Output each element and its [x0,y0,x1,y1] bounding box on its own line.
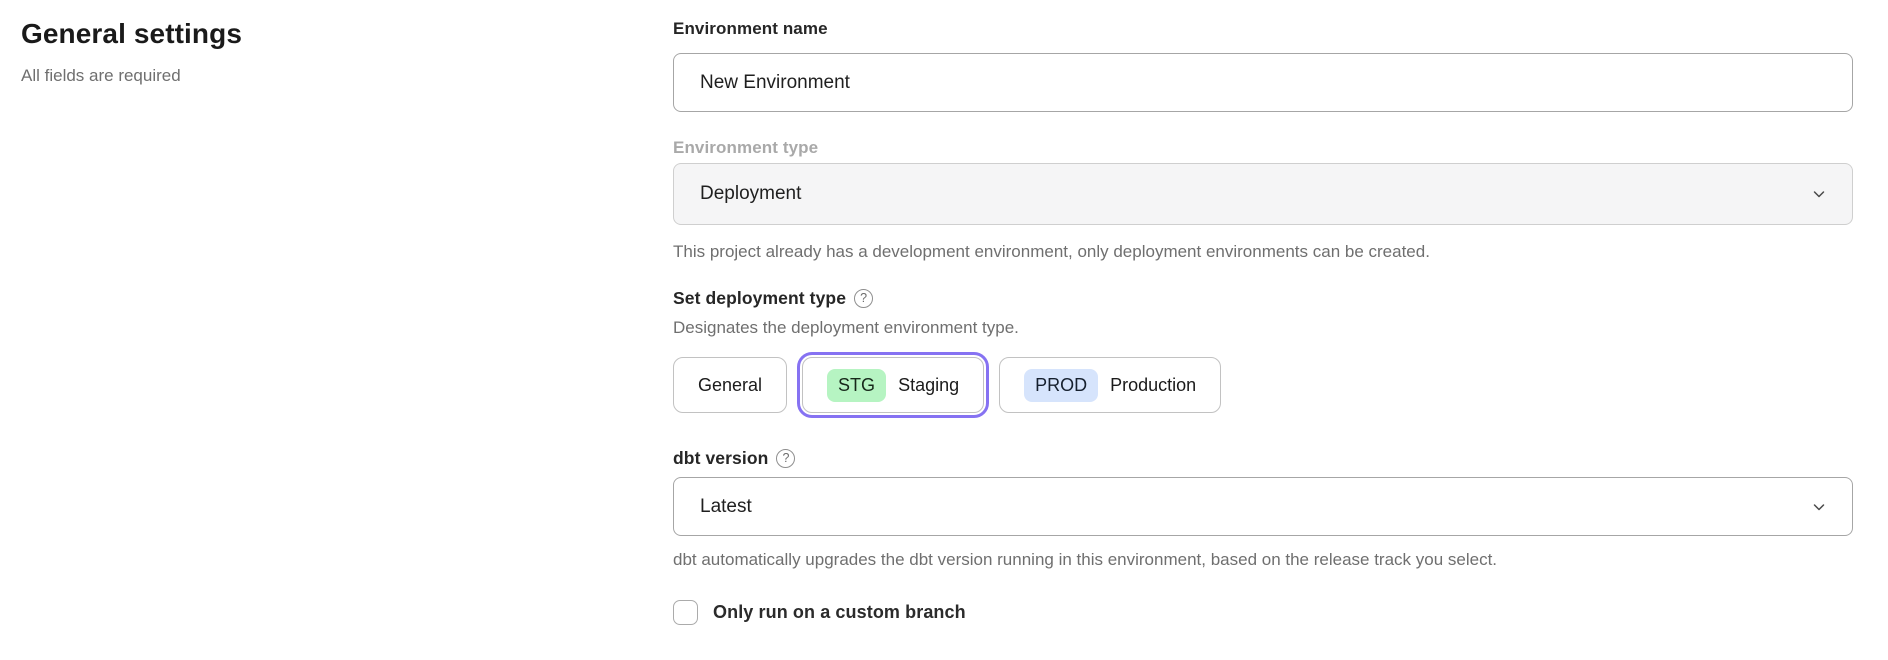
deployment-type-production-label: Production [1110,374,1197,395]
custom-branch-label[interactable]: Only run on a custom branch [713,602,966,622]
page-title: General settings [21,18,243,49]
custom-branch-row: Only run on a custom branch [673,600,1853,625]
dbt-version-helper: dbt automatically upgrades the dbt versi… [673,550,1498,569]
deployment-type-options: General STG Staging PROD Production [673,352,1853,418]
general-settings-form: Environment name Environment type Deploy… [673,18,1853,625]
chevron-down-icon [1810,185,1828,203]
custom-branch-checkbox[interactable] [673,600,698,625]
staging-badge: STG [827,368,887,402]
question-mark-circle-icon[interactable]: ? [776,448,796,468]
environment-name-input[interactable] [673,53,1853,112]
environment-type-helper: This project already has a development e… [673,242,1430,261]
deployment-type-general-label: General [698,374,763,395]
environment-type-select: Deployment [673,163,1853,225]
deployment-type-production-button[interactable]: PROD Production [999,357,1222,413]
deployment-type-helper: Designates the deployment environment ty… [673,318,1019,337]
production-badge: PROD [1024,368,1099,402]
dbt-version-value: Latest [700,495,752,517]
settings-header: General settings All fields are required [21,16,541,87]
deployment-type-staging-label: Staging [898,374,960,395]
deployment-type-label: Set deployment type [673,288,847,308]
environment-type-label: Environment type [673,138,819,157]
dbt-version-label: dbt version [673,448,769,468]
deployment-type-general-button[interactable]: General [673,357,788,413]
page-subtitle: All fields are required [21,66,181,85]
environment-name-label: Environment name [673,19,828,38]
chevron-down-icon [1810,498,1828,516]
deployment-type-staging-button[interactable]: STG Staging [797,352,990,418]
question-mark-circle-icon[interactable]: ? [854,288,874,308]
environment-type-value: Deployment [700,183,802,204]
dbt-version-select[interactable]: Latest [673,477,1853,536]
